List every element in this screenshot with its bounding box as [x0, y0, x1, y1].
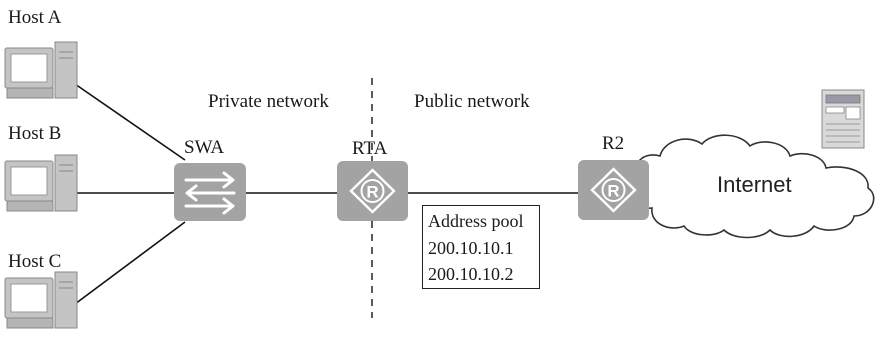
address-pool-title: Address pool: [428, 211, 524, 231]
router-rta-icon: R: [337, 161, 408, 221]
host-b-icon: [4, 154, 78, 212]
host-b-label: Host B: [8, 123, 62, 144]
router-r2-label: R2: [602, 133, 625, 154]
host-a-label: Host A: [8, 7, 62, 28]
internet-cloud-icon: [631, 134, 875, 239]
router-rta-label: RTA: [352, 138, 388, 159]
switch-icon: [174, 163, 246, 221]
internet-label: Internet: [717, 172, 792, 197]
host-a-icon: [4, 41, 78, 99]
address-pool-entry: 200.10.10.2: [428, 264, 514, 284]
host-c-label: Host C: [8, 251, 62, 272]
private-network-label: Private network: [208, 91, 329, 112]
router-r2-icon: R: [578, 160, 649, 220]
router-r2-glyph: R: [607, 182, 619, 201]
address-pool-entry: 200.10.10.1: [428, 238, 514, 258]
switch-label: SWA: [184, 137, 225, 158]
address-pool-box: Address pool 200.10.10.1 200.10.10.2: [422, 205, 540, 289]
host-c-icon: [4, 271, 78, 329]
public-network-label: Public network: [414, 91, 530, 112]
router-rta-glyph: R: [366, 183, 378, 202]
link-host-a-swa: [74, 83, 186, 161]
link-host-c-swa: [74, 221, 186, 305]
server-icon: [821, 89, 865, 149]
